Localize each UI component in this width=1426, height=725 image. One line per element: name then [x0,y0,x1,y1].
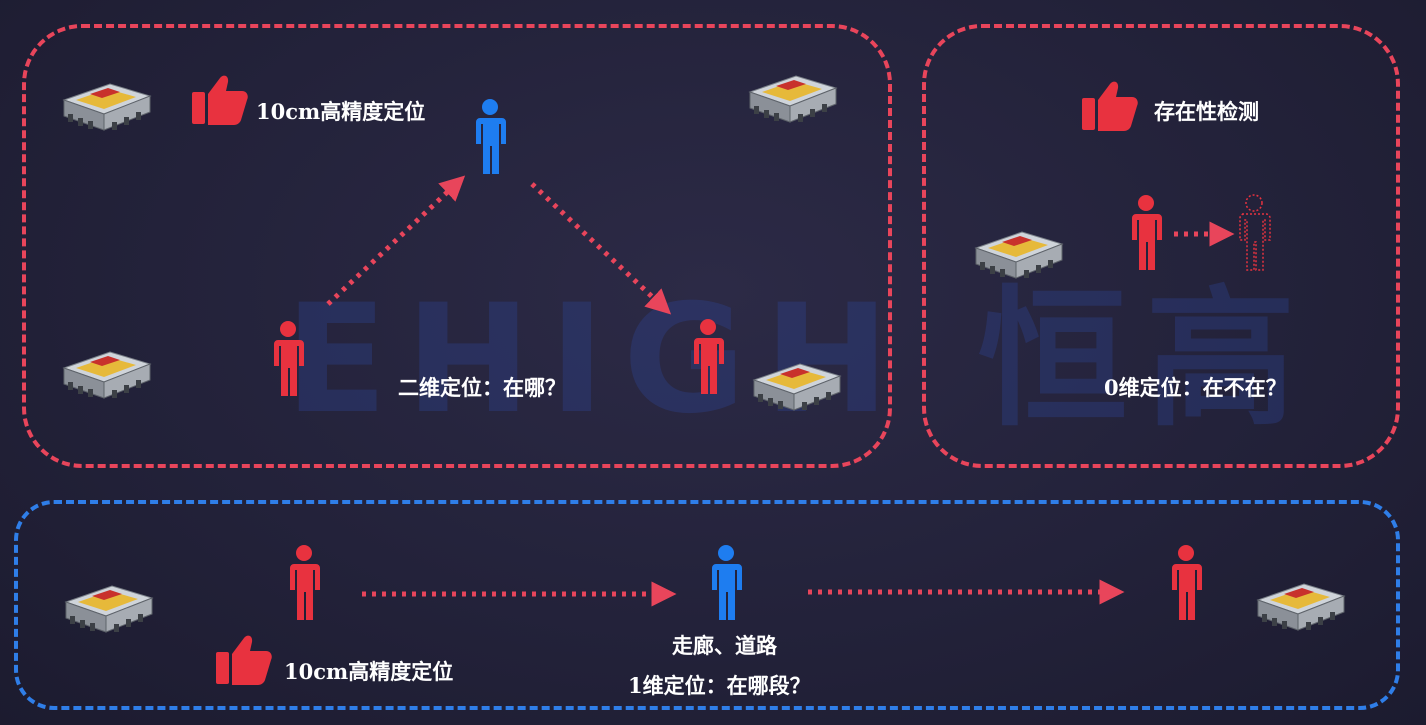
zone-1d-scenario: 走廊、道路 [672,633,777,658]
zone-2d-caption: 二维定位：在哪？ [398,375,566,400]
zone-0d-presence [922,24,1400,468]
zone-2d-feature-label: 10cm高精度定位 [256,99,426,124]
person-2d-right-red-icon [690,318,726,396]
base-station-2d-bottom-left-icon [62,338,152,402]
zone-1d-caption: 1维定位：在哪段？ [628,673,811,698]
person-2d-top-blue-icon [472,98,508,176]
thumbs-up-icon [1082,80,1138,132]
base-station-2d-top-right-icon [748,62,838,126]
person-2d-left-red-icon [270,320,306,398]
zone-1d-positioning [14,500,1400,710]
thumbs-up-icon [216,634,272,686]
person-0d-absent-outline-icon [1236,194,1272,272]
person-1d-left-red-icon [286,544,322,622]
base-station-1d-left-icon [64,572,154,636]
base-station-2d-bottom-right-icon [752,350,842,414]
person-1d-middle-blue-icon [708,544,744,622]
zone-1d-feature-label: 10cm高精度定位 [284,659,454,684]
zone-0d-caption: 0维定位：在不在？ [1104,375,1287,400]
thumbs-up-icon [192,74,248,126]
person-1d-right-red-icon [1168,544,1204,622]
zone-0d-feature-label: 存在性检测 [1154,99,1259,124]
base-station-1d-right-icon [1256,570,1346,634]
base-station-2d-top-left-icon [62,70,152,134]
person-0d-red-icon [1128,194,1164,272]
zone-2d-positioning [22,24,892,468]
ehigh-watermark: EHIGH 恒高 [285,273,1314,447]
base-station-0d-icon [974,218,1064,282]
